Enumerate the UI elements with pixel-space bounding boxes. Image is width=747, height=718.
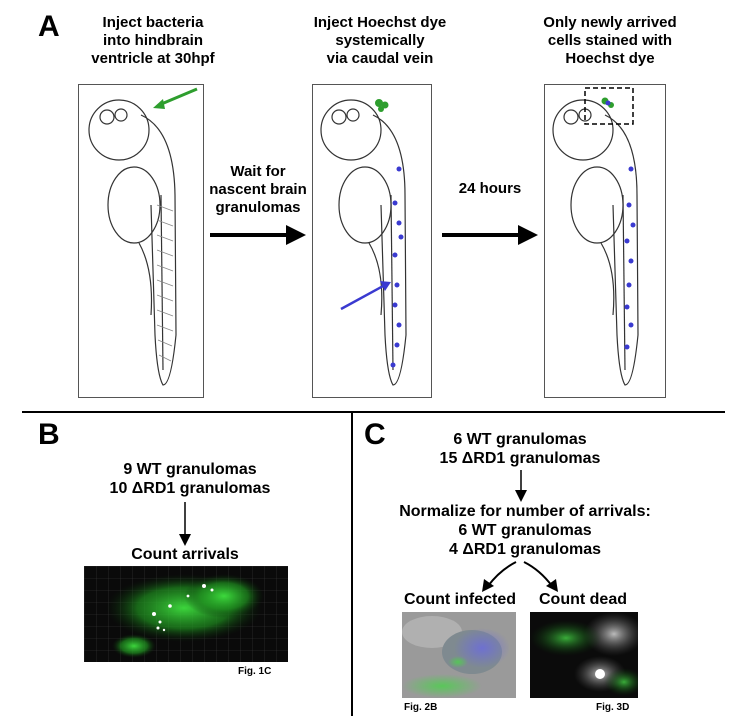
panel-b-label: B: [38, 418, 60, 451]
panel-b-counts: 9 WT granulomas 10 ΔRD1 granulomas: [109, 461, 271, 497]
panel-b-figure-ref: Fig. 1C: [238, 666, 272, 677]
count-dead-label: Count dead: [539, 591, 627, 608]
granuloma-3d-image: [84, 566, 288, 662]
zebrafish-embryo-2: [320, 99, 407, 386]
transition-1-label: Wait for nascent brain granulomas: [209, 163, 307, 216]
panel-b-action: Count arrivals: [131, 546, 239, 563]
zebrafish-embryo-1: [88, 87, 198, 386]
transition-2-arrow: [442, 225, 538, 245]
hoechst-stained-cells: [390, 166, 404, 368]
bacteria-cluster: [375, 99, 389, 112]
transition-1-arrow: [210, 225, 306, 245]
caudal-vein-injection-arrow: [340, 283, 386, 311]
hoechst-stained-cells: [605, 100, 636, 350]
embryo-frame-2: [312, 84, 432, 398]
panel-c-arrow: [515, 470, 527, 502]
panel-c-counts: 6 WT granulomas 15 ΔRD1 granulomas: [439, 431, 601, 467]
vertical-divider: [351, 411, 353, 716]
embryo-frame-3: [544, 84, 666, 398]
embryo-frame-1: [78, 84, 204, 398]
dead-cells-microscopy-image: [530, 612, 638, 698]
injection-arrow: [158, 87, 198, 107]
panel-c-right-figure-ref: Fig. 3D: [596, 702, 630, 713]
step-1-caption: Inject bacteria into hindbrain ventricle…: [91, 14, 215, 67]
panel-b-arrow: [179, 502, 191, 546]
infected-microscopy-image: [402, 612, 516, 698]
transition-2-label: 24 hours: [458, 180, 522, 197]
panel-a-label: A: [38, 10, 60, 43]
panel-c-label: C: [364, 418, 386, 451]
horizontal-divider: [22, 411, 725, 413]
count-infected-label: Count infected: [404, 591, 516, 608]
granuloma-zoom-box: [584, 87, 634, 125]
step-2-caption: Inject Hoechst dye systemically via caud…: [313, 14, 447, 67]
panel-c-normalize: Normalize for number of arrivals: 6 WT g…: [399, 503, 651, 558]
panel-c-split-arrows: [482, 561, 558, 592]
step-3-caption: Only newly arrived cells stained with Ho…: [543, 14, 677, 67]
panel-c-left-figure-ref: Fig. 2B: [404, 702, 438, 713]
zebrafish-embryo-3: [552, 87, 639, 386]
